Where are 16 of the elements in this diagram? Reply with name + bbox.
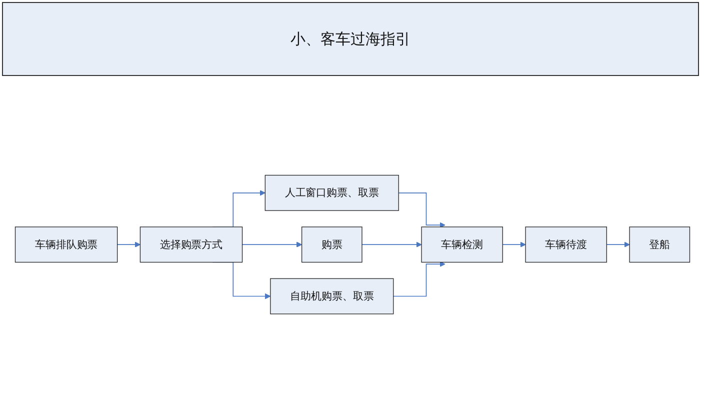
node-box: 选择购票方式 [140, 226, 243, 262]
arrow [362, 242, 422, 248]
node-box: 车辆待渡 [525, 226, 607, 262]
node-box: 车辆检测 [421, 226, 503, 262]
arrow [398, 192, 446, 228]
arrow [606, 242, 630, 248]
title-banner: 小、客车过海指引 [2, 2, 699, 76]
node-box: 登船 [629, 226, 690, 262]
node-box: 购票 [301, 226, 362, 262]
arrow [116, 242, 140, 248]
node-box: 自助机购票、取票 [270, 278, 394, 314]
node-box: 人工窗口购票、取票 [264, 174, 399, 211]
node-box: 车辆排队购票 [14, 226, 118, 262]
arrow [242, 242, 302, 248]
arrow [392, 261, 446, 297]
arrow [502, 242, 526, 248]
